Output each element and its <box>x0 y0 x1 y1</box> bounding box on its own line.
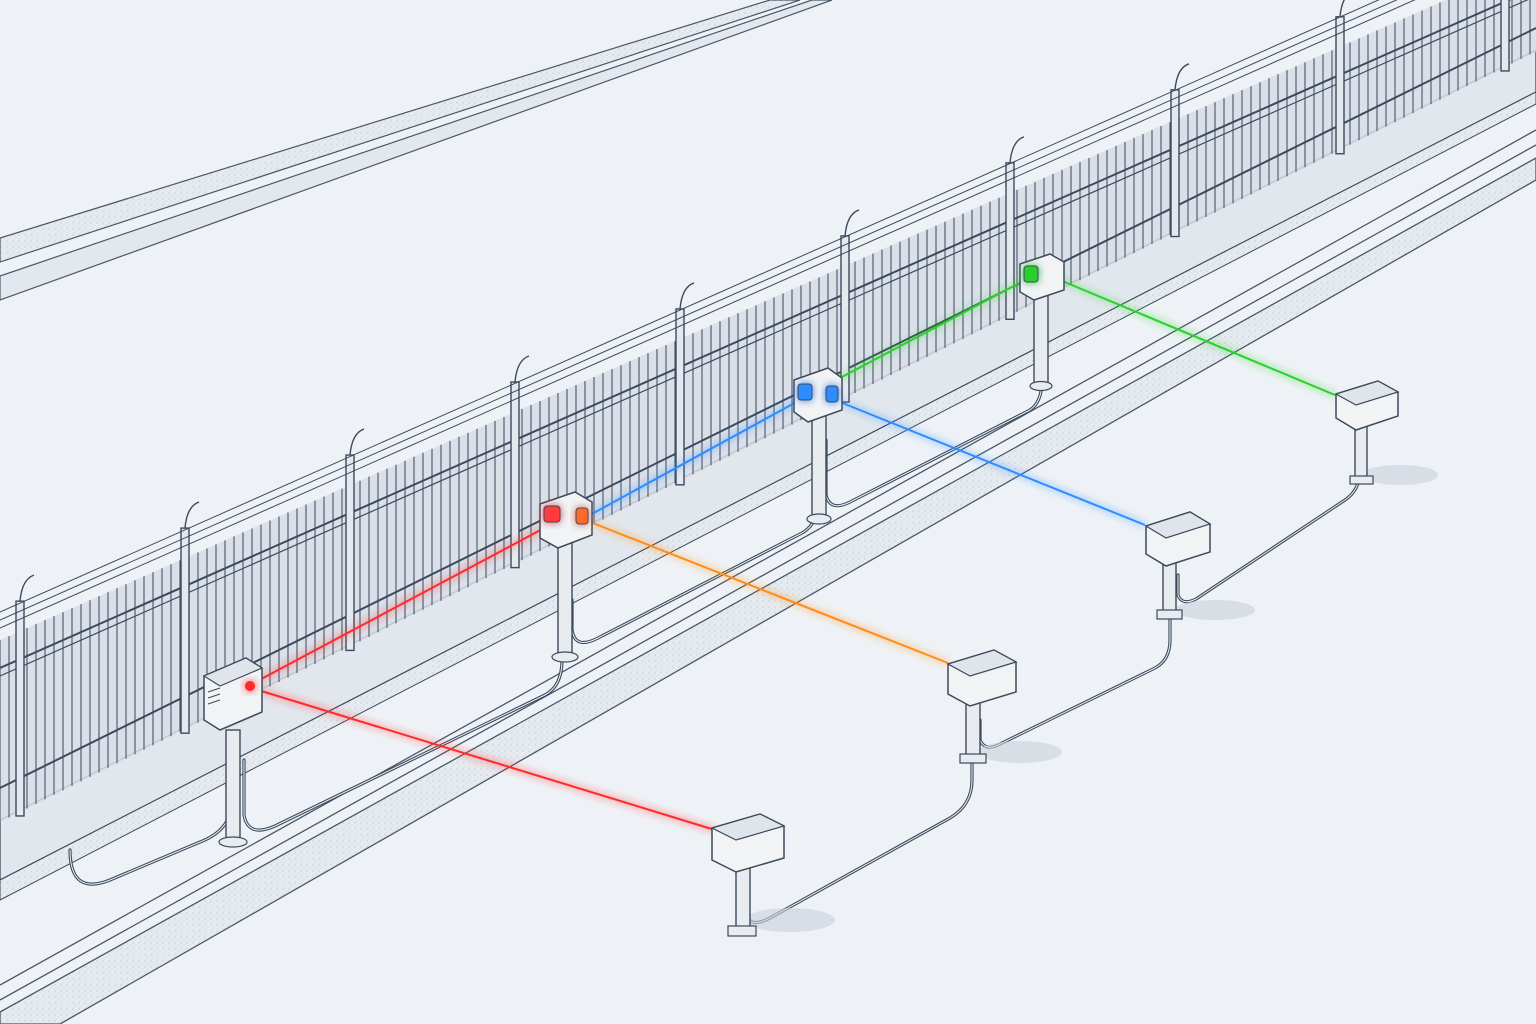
fence-post <box>345 454 355 652</box>
transmitter-1 <box>202 657 264 848</box>
fence-post <box>675 308 685 486</box>
beam-green-2 <box>1054 277 1336 396</box>
fence-post-top <box>844 209 860 236</box>
beam-blue-1 <box>589 399 801 516</box>
fence-post <box>510 381 520 569</box>
fence-post-top <box>1009 136 1025 163</box>
receiver-1 <box>710 813 835 937</box>
transmitter-2 <box>539 491 593 663</box>
fence-post-top <box>514 355 530 383</box>
fence-post-top <box>184 501 200 529</box>
fence-post <box>180 527 190 734</box>
beam-orange <box>584 519 949 664</box>
fence-post-top <box>1174 63 1190 90</box>
fence-post-top <box>19 574 35 602</box>
distant-road <box>0 0 833 301</box>
receiver-2 <box>946 649 1062 764</box>
fence-post-top <box>349 428 365 456</box>
lens-red-icon <box>245 681 255 691</box>
walkway-edges <box>0 129 1536 1024</box>
fence-post <box>1170 89 1180 238</box>
beams <box>249 277 1336 831</box>
fence-post-top <box>679 282 695 310</box>
fence-post <box>1005 162 1015 320</box>
receiver-3 <box>1144 511 1255 620</box>
fence-post <box>1335 16 1345 155</box>
transmitter-3 <box>793 367 843 525</box>
beam-red-2 <box>257 689 716 831</box>
fence-post-top <box>1339 0 1345 17</box>
transmitter-4 <box>1019 253 1065 392</box>
fence-post <box>1500 0 1510 72</box>
beam-blue-2 <box>834 399 1146 526</box>
beam-green-1 <box>839 279 1026 379</box>
beam-red-1 <box>249 524 551 686</box>
receiver-4 <box>1334 380 1438 485</box>
fence-post <box>15 600 25 817</box>
